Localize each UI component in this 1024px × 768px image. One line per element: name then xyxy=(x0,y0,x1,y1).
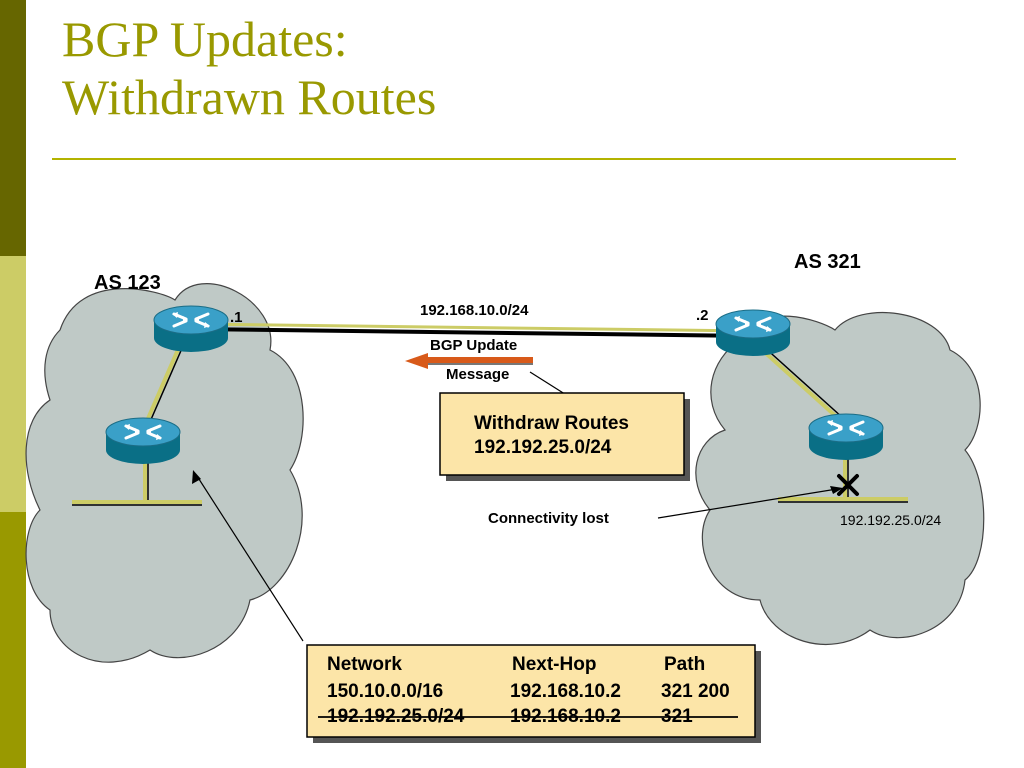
router-icon xyxy=(807,412,885,462)
slide-title-line1: BGP Updates: xyxy=(62,11,348,67)
table-row-path: 321 200 xyxy=(661,681,730,702)
table-header-next-hop: Next-Hop xyxy=(512,654,597,675)
slide-title-line2: Withdrawn Routes xyxy=(62,69,437,125)
as-right-label: AS 321 xyxy=(794,251,861,273)
title-divider xyxy=(52,158,956,160)
interface-right-label: .2 xyxy=(696,307,709,324)
sidebar-band-top xyxy=(0,0,26,256)
withdraw-box-title: Withdraw Routes xyxy=(474,413,629,434)
table-row-next-hop: 192.168.10.2 xyxy=(510,681,621,702)
router-icon xyxy=(714,308,792,358)
table-row-next-hop-withdrawn: 192.168.10.2 xyxy=(510,706,621,727)
table-row-network: 150.10.0.0/16 xyxy=(327,681,444,702)
table-header-path: Path xyxy=(664,654,706,675)
table-row-network-withdrawn: 192.192.25.0/24 xyxy=(327,706,465,727)
bgp-message-label: Message xyxy=(446,366,510,383)
table-header-network: Network xyxy=(327,654,402,675)
connectivity-lost-label: Connectivity lost xyxy=(488,510,609,527)
slide-title: BGP Updates: Withdrawn Routes xyxy=(62,10,436,126)
sidebar-band-middle xyxy=(0,256,26,512)
link-subnet-label: 192.168.10.0/24 xyxy=(420,302,529,319)
lost-network-label: 192.192.25.0/24 xyxy=(840,512,942,528)
router-icon xyxy=(152,304,230,354)
withdraw-box-network: 192.192.25.0/24 xyxy=(474,437,612,458)
table-row-path-withdrawn: 321 xyxy=(661,706,693,727)
sidebar-band-bottom xyxy=(0,512,26,768)
bgp-update-label: BGP Update xyxy=(430,337,518,354)
arrow-icon xyxy=(405,353,533,369)
failure-x-icon xyxy=(837,474,859,496)
cloud-icon xyxy=(25,283,304,663)
interface-left-label: .1 xyxy=(230,309,243,326)
as-left-label: AS 123 xyxy=(94,272,161,294)
router-icon xyxy=(104,416,182,466)
